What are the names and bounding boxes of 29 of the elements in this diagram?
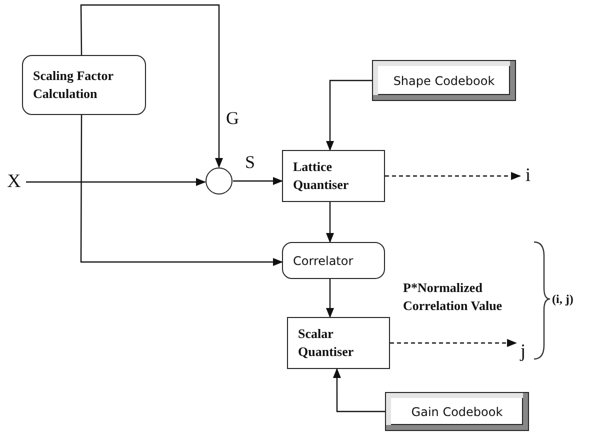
box-label: Scaling Factor Calculation — [33, 67, 114, 103]
arrow — [332, 368, 385, 412]
arrow — [80, 115, 283, 266]
codebook-box — [385, 392, 529, 431]
codebook-box — [372, 60, 516, 101]
arrow — [233, 177, 283, 185]
arrow — [26, 178, 206, 186]
output-label: i — [520, 164, 536, 188]
output-pair-label: (i, j) — [552, 291, 574, 308]
arrow — [326, 80, 372, 151]
arrow — [80, 4, 223, 168]
arrow — [390, 339, 517, 347]
process-box — [287, 317, 390, 369]
process-box — [282, 242, 385, 279]
input-label: X — [2, 170, 26, 194]
annotation-text: P*Normalized Correlation Value — [403, 279, 504, 315]
box-label: Gain Codebook — [411, 404, 503, 418]
box-label: Lattice Quantiser — [293, 158, 350, 194]
box-label: Shape Codebook — [393, 74, 495, 88]
output-label: j — [516, 340, 530, 364]
process-box — [282, 150, 385, 202]
box-label: Correlator — [293, 254, 354, 268]
edge-label: S — [245, 152, 256, 173]
arrow — [326, 202, 334, 243]
edge-label: G — [226, 108, 239, 129]
arrow — [385, 172, 521, 180]
box-label: Scalar Quantiser — [298, 325, 355, 361]
process-box — [22, 55, 146, 115]
arrow — [326, 279, 334, 318]
